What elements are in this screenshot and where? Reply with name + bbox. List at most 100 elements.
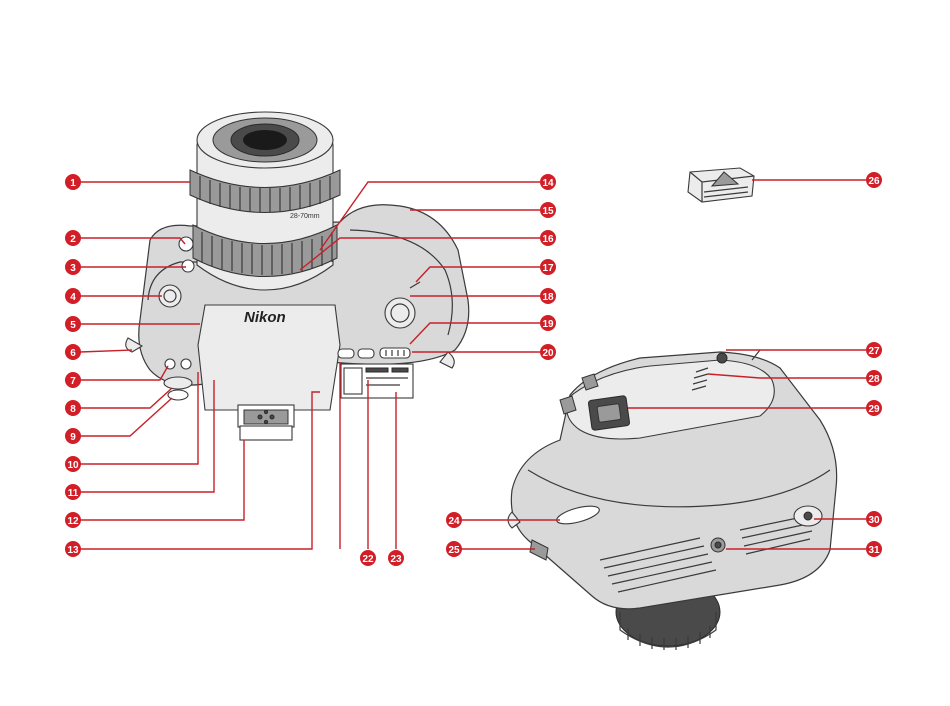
callout-14: 14 [540, 174, 556, 190]
callout-19: 19 [540, 315, 556, 331]
callout-22: 22 [360, 550, 376, 566]
prism-housing [197, 304, 341, 411]
zoom-ring [192, 224, 338, 277]
callout-31: 31 [866, 541, 882, 557]
leader-19 [409, 322, 540, 345]
leader-11 [80, 380, 215, 493]
lens-marking: 28-70mm [290, 213, 320, 220]
callout-17: 17 [540, 259, 556, 275]
callout-16: 16 [540, 230, 556, 246]
zoom-lens: 28-70mm [189, 111, 341, 291]
leader-16 [299, 237, 540, 271]
remote-terminal [529, 539, 549, 561]
callout-1: 1 [65, 174, 81, 190]
callout-7: 7 [65, 372, 81, 388]
svg-text:26: 26 [868, 176, 880, 187]
svg-text:25: 25 [448, 545, 460, 556]
svg-text:18: 18 [542, 292, 554, 303]
svg-text:16: 16 [542, 234, 554, 245]
svg-text:6: 6 [70, 348, 76, 359]
viewfinder-eyepiece [587, 395, 631, 431]
callout-5: 5 [65, 316, 81, 332]
callout-30: 30 [866, 511, 882, 527]
svg-text:7: 7 [70, 376, 76, 387]
svg-text:19: 19 [542, 319, 554, 330]
svg-text:13: 13 [67, 545, 79, 556]
leader-14 [319, 181, 540, 251]
callout-9: 9 [65, 428, 81, 444]
svg-text:10: 10 [67, 460, 79, 471]
leader-7 [80, 365, 169, 381]
svg-text:8: 8 [70, 404, 76, 415]
svg-text:20: 20 [542, 348, 554, 359]
svg-text:2: 2 [70, 234, 76, 245]
callout-11: 11 [65, 484, 81, 500]
svg-text:29: 29 [868, 404, 880, 415]
brand-logo: Nikon [244, 309, 286, 326]
callout-6: 6 [65, 344, 81, 360]
callout-20: 20 [540, 344, 556, 360]
svg-text:1: 1 [70, 178, 76, 189]
callout-badges: 1 2 3 4 5 6 7 8 9 10 11 12 13 14 15 16 1… [65, 172, 882, 566]
svg-text:5: 5 [70, 320, 76, 331]
callout-25: 25 [446, 541, 462, 557]
callout-29: 29 [866, 400, 882, 416]
lcd-panel [340, 363, 414, 399]
depth-of-field-button [181, 259, 195, 273]
focus-ring [189, 169, 341, 213]
svg-text:17: 17 [542, 263, 554, 274]
callout-27: 27 [866, 342, 882, 358]
callout-12: 12 [65, 512, 81, 528]
command-dial [691, 367, 709, 391]
svg-text:4: 4 [70, 292, 76, 303]
callout-26: 26 [866, 172, 882, 188]
svg-text:28: 28 [868, 374, 880, 385]
callout-15: 15 [540, 202, 556, 218]
leader-13 [80, 391, 320, 550]
svg-text:24: 24 [448, 516, 460, 527]
strap-lug-right [439, 351, 455, 369]
diopter-control [716, 352, 728, 364]
svg-text:31: 31 [868, 545, 880, 556]
svg-text:14: 14 [542, 178, 554, 189]
camera-bottom-view [507, 349, 838, 650]
film-advance-mode-dial [163, 376, 193, 390]
svg-text:3: 3 [70, 263, 76, 274]
callout-2: 2 [65, 230, 81, 246]
svg-text:22: 22 [362, 554, 374, 565]
leader-2 [80, 237, 186, 245]
control-buttons-row [337, 347, 411, 359]
leader-12 [80, 440, 245, 521]
svg-text:11: 11 [68, 488, 79, 499]
leader-8 [80, 387, 173, 409]
callout-8: 8 [65, 400, 81, 416]
top-side-knob [559, 395, 577, 415]
callout-3: 3 [65, 259, 81, 275]
bottom-grip-texture [599, 514, 813, 593]
mode-button-b [180, 358, 192, 370]
leader-9 [80, 397, 173, 437]
shutter-release-button [384, 297, 416, 329]
focus-mode-selector [158, 284, 182, 308]
camera-top-view: Nikon [125, 111, 470, 441]
callout-10: 10 [65, 456, 81, 472]
leader-28 [707, 373, 866, 379]
leader-lines [79, 179, 866, 550]
hot-shoe-cover [687, 167, 755, 203]
callout-4: 4 [65, 288, 81, 304]
leader-6 [79, 349, 133, 353]
accessory-shoe [237, 404, 295, 441]
svg-text:15: 15 [542, 206, 554, 217]
svg-text:27: 27 [868, 346, 880, 357]
rewind-button [167, 389, 189, 401]
callout-18: 18 [540, 288, 556, 304]
leader-17 [415, 266, 540, 283]
svg-text:23: 23 [390, 554, 402, 565]
svg-text:12: 12 [67, 516, 79, 527]
callout-24: 24 [446, 512, 462, 528]
svg-text:30: 30 [868, 515, 880, 526]
svg-text:9: 9 [70, 432, 76, 443]
callout-13: 13 [65, 541, 81, 557]
callout-23: 23 [388, 550, 404, 566]
